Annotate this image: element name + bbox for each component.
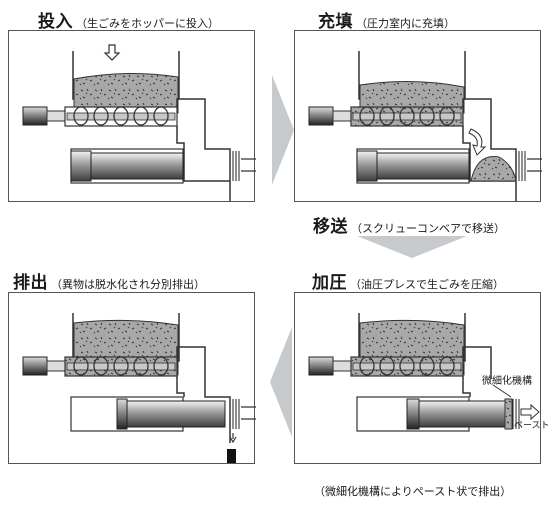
step-fill-title: 充填（圧力室内に充填）: [318, 7, 455, 32]
step-transfer-note: （スクリューコンベアで移送）: [351, 222, 505, 235]
step-fill-note: （圧力室内に充填）: [356, 17, 455, 30]
machine-diagram-input: [22, 44, 256, 201]
step-discharge-heading: 排出: [13, 273, 48, 293]
step-discharge-title: 排出（異物は脱水化され分別排出）: [13, 268, 205, 293]
step-input-title: 投入（生ごみをホッパーに投入）: [38, 7, 219, 32]
machine-diagram-press: [308, 313, 540, 432]
step-press-note: （油圧プレスで生ごみを圧縮）: [350, 278, 504, 291]
step-discharge-note: （異物は脱水化され分別排出）: [51, 278, 205, 291]
machine-diagram-discharge: [22, 313, 256, 463]
flow-arrow-down: [357, 236, 467, 258]
panel-fill: [294, 30, 542, 202]
step-press-title: 加圧（油圧プレスで生ごみを圧縮）: [312, 268, 504, 293]
panel-discharge: [8, 292, 256, 464]
panel-press: [294, 292, 541, 464]
step-input-note: （生ごみをホッパーに投入）: [76, 17, 219, 30]
machine-diagram-fill: [308, 51, 542, 201]
bottom-caption: （微細化機構によりペースト状で排出）: [314, 485, 512, 498]
step-input-heading: 投入: [38, 12, 73, 32]
step-transfer-title: 移送（スクリューコンベアで移送）: [313, 212, 505, 237]
step-press-heading: 加圧: [312, 273, 347, 293]
step-fill-heading: 充填: [318, 12, 353, 32]
flow-arrow-right: [272, 75, 294, 185]
paste-label: ペースト: [514, 421, 550, 431]
micro-mechanism-label: 微細化機構: [482, 376, 532, 387]
panel-input: [8, 30, 256, 202]
flow-arrow-left: [270, 327, 292, 437]
step-transfer-heading: 移送: [313, 217, 348, 237]
